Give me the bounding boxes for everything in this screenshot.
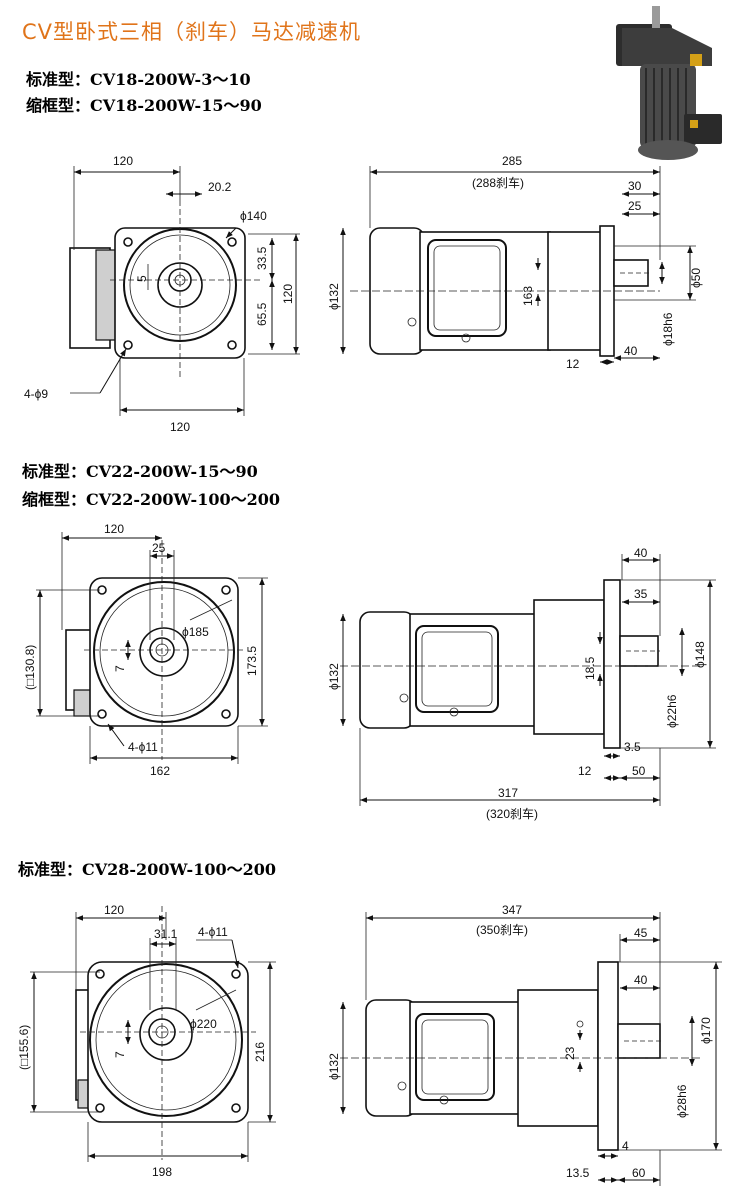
section2-standard-label: 标准型：CV22-200W-15～90 bbox=[22, 462, 258, 481]
s2-side-brake: (320刹车) bbox=[486, 806, 538, 821]
page-title: CV型卧式三相（刹车）马达减速机 bbox=[22, 20, 362, 44]
s1-side-phi132: ϕ132 bbox=[327, 283, 341, 310]
s2-front-h173-5: 173.5 bbox=[245, 646, 259, 676]
s1-side-phi18h6: ϕ18h6 bbox=[661, 312, 675, 346]
s2-front-d25: 25 bbox=[152, 541, 166, 555]
s2-side-phi22h6: ϕ22h6 bbox=[665, 694, 679, 728]
s1-front-d20-2: 20.2 bbox=[208, 180, 232, 194]
s3-side-phi28h6: ϕ28h6 bbox=[675, 1084, 689, 1118]
s1-front-h120: 120 bbox=[281, 284, 295, 304]
s3-side-d23: 23 bbox=[563, 1046, 577, 1060]
s3-front-phi220: ϕ220 bbox=[190, 1017, 217, 1031]
s2-side-d12: 12 bbox=[578, 764, 592, 778]
s2-front-w120: 120 bbox=[104, 522, 124, 536]
s1-side-d163: 163 bbox=[521, 286, 535, 306]
s2-front-holes: 4-ϕ11 bbox=[128, 740, 158, 754]
s1-front-phi140: ϕ140 bbox=[240, 209, 267, 223]
section2-compact-label: 缩框型：CV22-200W-100～200 bbox=[22, 490, 280, 509]
s1-side-d40: 40 bbox=[624, 344, 638, 358]
s3-side-phi132: ϕ132 bbox=[327, 1053, 341, 1080]
s1-front-view: 120 20.2 ϕ140 33.5 65.5 120 5 4-ϕ9 120 bbox=[24, 154, 300, 434]
s2-side-view: 40 35 ϕ132 18.5 ϕ148 ϕ22h6 3.5 12 50 317… bbox=[327, 546, 716, 821]
s2-side-phi132: ϕ132 bbox=[327, 663, 341, 690]
s3-side-view: 347 (350刹车) 45 40 ϕ132 23 ϕ170 ϕ28h6 4 1… bbox=[327, 903, 722, 1186]
s2-front-view: 120 25 ϕ185 (□130.8) 173.5 7 4-ϕ11 162 bbox=[23, 522, 268, 778]
s2-side-d50: 50 bbox=[632, 764, 646, 778]
s3-side-total: 347 bbox=[502, 903, 522, 917]
s2-side-d3-5: 3.5 bbox=[624, 740, 641, 754]
s3-side-d40: 40 bbox=[634, 973, 648, 987]
s1-front-d65-5: 65.5 bbox=[255, 302, 269, 326]
section1-compact-label: 缩框型：CV18-200W-15～90 bbox=[26, 96, 262, 115]
s3-side-d60: 60 bbox=[632, 1166, 646, 1180]
s3-side-d13-5: 13.5 bbox=[566, 1166, 590, 1180]
s2-side-d40: 40 bbox=[634, 546, 648, 560]
s1-front-holes: 4-ϕ9 bbox=[24, 387, 48, 401]
s1-side-phi50: ϕ50 bbox=[689, 268, 703, 288]
s1-side-d30: 30 bbox=[628, 179, 642, 193]
s2-front-w162: 162 bbox=[150, 764, 170, 778]
gear-motor-photo bbox=[616, 6, 722, 160]
section1-standard-label: 标准型：CV18-200W-3～10 bbox=[26, 70, 251, 89]
s3-front-d31-1: 31.1 bbox=[154, 927, 178, 941]
s3-front-view: 120 31.1 4-ϕ11 ϕ220 (□155.6) 216 7 198 bbox=[17, 903, 276, 1179]
s1-side-d12: 12 bbox=[566, 357, 580, 371]
s3-front-h216: 216 bbox=[253, 1042, 267, 1062]
s3-side-brake: (350刹车) bbox=[476, 922, 528, 937]
s1-side-total: 285 bbox=[502, 154, 522, 168]
s2-front-d7: 7 bbox=[113, 665, 127, 672]
s2-side-d35: 35 bbox=[634, 587, 648, 601]
s3-side-d4: 4 bbox=[622, 1139, 629, 1153]
s1-front-d5: 5 bbox=[135, 275, 149, 282]
s2-side-total: 317 bbox=[498, 786, 518, 800]
s2-front-phi185: ϕ185 bbox=[182, 625, 209, 639]
s1-front-w120-bottom: 120 bbox=[170, 420, 190, 434]
section3-standard-label: 标准型：CV28-200W-100～200 bbox=[18, 860, 276, 879]
s2-front-sq130-8: (□130.8) bbox=[23, 645, 37, 690]
s1-side-view: 285 (288刹车) 30 25 ϕ132 163 ϕ50 ϕ18h6 12 … bbox=[327, 154, 703, 371]
s2-side-phi148: ϕ148 bbox=[693, 641, 707, 668]
s3-front-sq155-6: (□155.6) bbox=[17, 1025, 31, 1070]
s1-side-brake: (288刹车) bbox=[472, 175, 524, 190]
s3-front-holes: 4-ϕ11 bbox=[198, 925, 228, 939]
s1-front-d33-5: 33.5 bbox=[255, 246, 269, 270]
s3-side-phi170: ϕ170 bbox=[699, 1017, 713, 1044]
s1-side-d25: 25 bbox=[628, 199, 642, 213]
s2-side-d18-5: 18.5 bbox=[583, 656, 597, 680]
s3-front-w198: 198 bbox=[152, 1165, 172, 1179]
s1-front-w120-top: 120 bbox=[113, 154, 133, 168]
s3-front-w120: 120 bbox=[104, 903, 124, 917]
s3-side-d45: 45 bbox=[634, 926, 648, 940]
s3-front-d7: 7 bbox=[113, 1051, 127, 1058]
